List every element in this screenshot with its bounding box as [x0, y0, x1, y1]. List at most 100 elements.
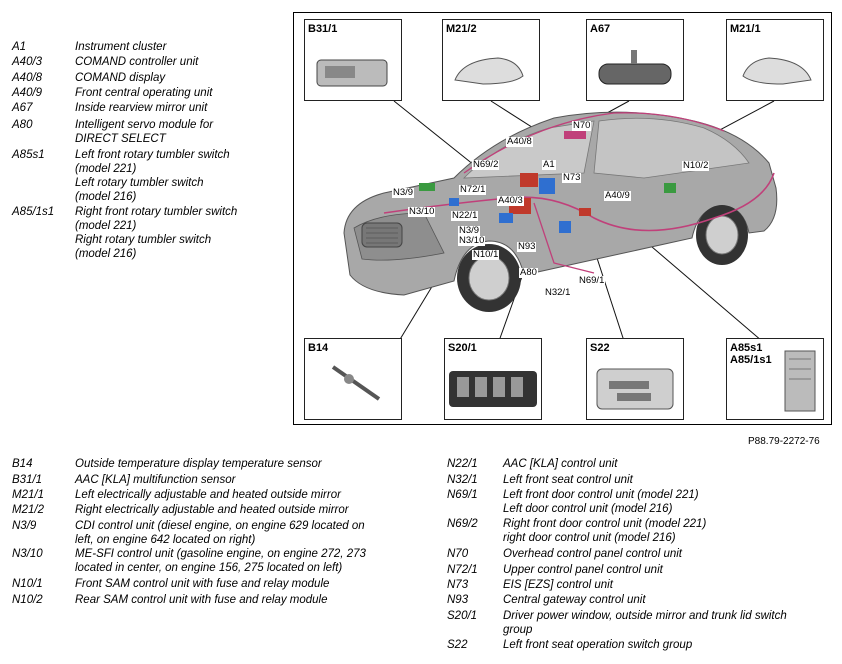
legend-code: S20/1	[447, 610, 478, 622]
switch-group-icon	[449, 371, 537, 407]
legend-code: A67	[12, 102, 33, 114]
legend-code: N22/1	[447, 458, 478, 470]
callout-n93: N93	[517, 241, 537, 252]
legend-code: N32/1	[447, 474, 478, 486]
callout-n69-2: N69/2	[472, 159, 500, 170]
legend-code: A85/1s1	[12, 206, 55, 218]
legend-code: A85s1	[12, 149, 45, 161]
sensor-unit-icon	[316, 59, 388, 87]
inset-label: B31/1	[308, 23, 338, 35]
legend-code: A40/8	[12, 72, 43, 84]
inset-label: B14	[308, 342, 329, 354]
callout-n3-10a: N3/10	[408, 206, 436, 217]
legend-code: M21/2	[12, 504, 44, 516]
inset-s22: S22	[586, 338, 684, 420]
component-location-figure: B31/1 M21/2 A67 M21/1 B14 S20/1	[293, 12, 832, 425]
legend-code: N72/1	[447, 564, 478, 576]
callout-a40-8: A40/8	[506, 136, 533, 147]
legend-code: N10/2	[12, 594, 43, 606]
legend-description: Driver power window, outside mirror and …	[503, 610, 787, 622]
callout-n32-1: N32/1	[544, 287, 572, 298]
rotary-switch-icon	[784, 350, 816, 412]
inset-label: M21/1	[730, 23, 761, 35]
legend-description: group	[503, 624, 533, 636]
legend-code: N10/1	[12, 578, 43, 590]
legend-description: COMAND controller unit	[75, 56, 199, 68]
legend-description: AAC [KLA] multifunction sensor	[75, 474, 236, 486]
legend-code: S22	[447, 639, 468, 651]
car-body	[343, 111, 778, 312]
inset-a85: A85s1 A85/1s1	[726, 338, 824, 420]
callout-n10-2: N10/2	[682, 160, 710, 171]
inset-label: S22	[590, 342, 610, 354]
legend-code: A40/3	[12, 56, 43, 68]
legend-description: Right front door control unit (model 221…	[503, 518, 707, 530]
legend-description: AAC [KLA] control unit	[503, 458, 618, 470]
callout-n3-9a: N3/9	[392, 187, 415, 198]
legend-description: Outside temperature display temperature …	[75, 458, 322, 470]
inset-b14: B14	[304, 338, 402, 420]
callout-n73: N73	[562, 172, 582, 183]
legend-description: Left rotary tumbler switch	[75, 177, 204, 189]
callout-n22-1: N22/1	[451, 210, 479, 221]
legend-description: Central gateway control unit	[503, 594, 646, 606]
inset-label: A67	[590, 23, 611, 35]
legend-code: N3/10	[12, 548, 43, 560]
legend-description: Front SAM control unit with fuse and rel…	[75, 578, 330, 590]
rearview-mirror-icon	[598, 50, 672, 85]
legend-code: N70	[447, 548, 469, 560]
legend-description: (model 221)	[75, 220, 137, 232]
legend-description: Instrument cluster	[75, 41, 167, 53]
mirror-icon	[742, 57, 812, 85]
inset-label-2: A85/1s1	[730, 354, 772, 366]
inset-s20-1: S20/1	[444, 338, 542, 420]
legend-code: N93	[447, 594, 469, 606]
legend-description: Upper control panel control unit	[503, 564, 663, 576]
legend-description: left, on engine 642 located on right)	[75, 534, 256, 546]
legend-description: Left door control unit (model 216)	[503, 503, 673, 515]
legend-code: N69/2	[447, 518, 478, 530]
legend-description: Left front seat control unit	[503, 474, 633, 486]
legend-description: Left electrically adjustable and heated …	[75, 489, 341, 501]
callout-n10-1: N10/1	[472, 249, 500, 260]
inset-label: A85s1	[730, 342, 763, 354]
legend-description: COMAND display	[75, 72, 166, 84]
legend-description: located in center, on engine 156, 275 lo…	[75, 562, 343, 574]
figure-reference: P88.79-2272-76	[748, 436, 820, 447]
legend-description: DIRECT SELECT	[75, 133, 166, 145]
mirror-icon	[454, 57, 524, 85]
callout-a40-3: A40/3	[497, 195, 524, 206]
legend-description: Left front rotary tumbler switch	[75, 149, 230, 161]
legend-description: Right rotary tumbler switch	[75, 234, 212, 246]
callout-n72-1: N72/1	[459, 184, 487, 195]
inset-m21-1: M21/1	[726, 19, 824, 101]
legend-code: A80	[12, 119, 33, 131]
legend-code: N3/9	[12, 520, 37, 532]
legend-description: Rear SAM control unit with fuse and rela…	[75, 594, 328, 606]
inset-b31-1: B31/1	[304, 19, 402, 101]
legend-code: N73	[447, 579, 469, 591]
legend-description: (model 216)	[75, 248, 137, 260]
inset-label: M21/2	[446, 23, 477, 35]
legend-description: right door control unit (model 216)	[503, 532, 676, 544]
temperature-sensor-icon	[331, 365, 381, 401]
legend-description: (model 221)	[75, 163, 137, 175]
legend-description: Inside rearview mirror unit	[75, 102, 208, 114]
callout-a80: A80	[519, 267, 538, 278]
legend-description: (model 216)	[75, 191, 137, 203]
legend-description: Front central operating unit	[75, 87, 213, 99]
callout-n69-1: N69/1	[578, 275, 606, 286]
legend-description: Right electrically adjustable and heated…	[75, 504, 349, 516]
legend-description: Left front door control unit (model 221)	[503, 489, 699, 501]
inset-a67: A67	[586, 19, 684, 101]
legend-description: EIS [EZS] control unit	[503, 579, 613, 591]
legend-description: Left front seat operation switch group	[503, 639, 693, 651]
callout-a1: A1	[542, 159, 556, 170]
callout-a40-9: A40/9	[604, 190, 631, 201]
legend-description: ME-SFI control unit (gasoline engine, on…	[75, 548, 366, 560]
legend-code: B31/1	[12, 474, 43, 486]
legend-code: A40/9	[12, 87, 43, 99]
legend-description: Right front rotary tumbler switch	[75, 206, 238, 218]
callout-n70: N70	[572, 120, 592, 131]
legend-description: Intelligent servo module for	[75, 119, 214, 131]
